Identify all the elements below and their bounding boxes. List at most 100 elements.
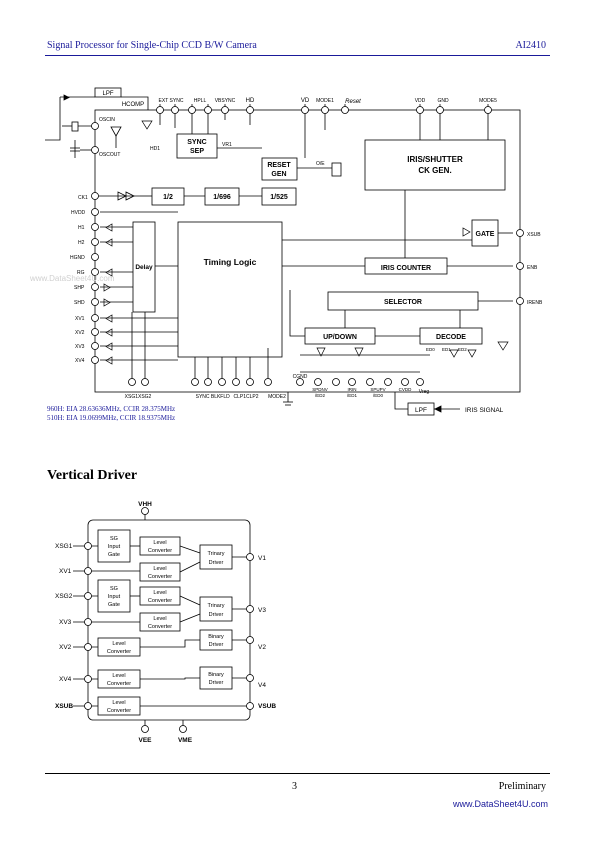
header-rule (45, 55, 550, 56)
input-xsg2: XSG2 (55, 593, 73, 600)
div525-label: 1/525 (270, 194, 288, 201)
mode5-label: MODE5 (479, 98, 497, 104)
hpll-label: HPLL (194, 98, 207, 104)
div696-box (204, 187, 240, 206)
xv1-label: XV1 (75, 316, 85, 322)
irenb-label: IRENB (527, 300, 543, 306)
level-converter-label: Converter (107, 649, 131, 655)
delay-label: Delay (135, 264, 153, 271)
sg-gate-2-label: SG (110, 586, 118, 592)
shd-label: SHD (74, 300, 85, 306)
div696-label: 1/696 (213, 194, 231, 201)
vdd-label: VDD (415, 98, 426, 104)
level-converter-label: Level (112, 641, 125, 647)
clp-label: CLP1CLP2 (233, 394, 258, 400)
iris-shutter-label-1: IRIS/SHUTTER (407, 155, 463, 164)
header-title: Signal Processor for Single-Chip CCD B/W… (47, 40, 257, 51)
h1-label: H1 (78, 225, 85, 231)
cvdd-label: CVDD (399, 387, 413, 392)
mode1-label: MODE1 (316, 98, 334, 104)
crystal (71, 121, 79, 132)
selector-label: SELECTOR (384, 299, 422, 306)
xv2-label: XV2 (75, 330, 85, 336)
output-vsub: VSUB (258, 703, 276, 710)
ck1-label: CK1 (78, 195, 88, 201)
vhh-label: VHH (138, 501, 152, 508)
sg-gate-1-label: SG (110, 536, 118, 542)
ed0b-label: /ED0 (373, 393, 384, 398)
level-converter-label: Level (153, 616, 166, 622)
decode-label: DECODE (436, 334, 466, 341)
block-diagram: LPF HCOMP EXT SYNC HPLL VBSYNC HD VD MOD… (45, 87, 543, 416)
irin-label: IRIN (348, 387, 357, 392)
hd-label: HD (246, 98, 255, 104)
xv4-label: XV4 (75, 358, 85, 364)
footer-rule (45, 773, 550, 774)
level-converter-label: Converter (107, 708, 131, 714)
lpf-top-label: LPF (102, 91, 113, 97)
oscout-label: OSCOUT (99, 152, 120, 158)
div525-box (261, 187, 297, 206)
input-xv3: XV3 (59, 619, 72, 626)
spupv-label: SPUPV (370, 387, 385, 392)
ed1-label: ED1 (442, 347, 451, 352)
sg-gate-1-label: Input (108, 544, 121, 550)
reset-label: Reset (345, 99, 361, 105)
div2-label: 1/2 (163, 194, 173, 201)
vbsync-label: VBSYNC (215, 98, 236, 104)
cgnd-label: CGND (293, 374, 308, 380)
level-converter-label: Converter (148, 574, 172, 580)
xsub-label: XSUB (527, 232, 541, 238)
trinary-driver-label: Driver (209, 612, 224, 618)
level-converter-label: Converter (148, 598, 172, 604)
trinary-driver-label: Driver (209, 560, 224, 566)
lpf-top-box (94, 87, 122, 98)
output-v2: V2 (258, 644, 266, 651)
output-v1: V1 (258, 555, 266, 562)
ed2b-label: /ED2 (315, 393, 326, 398)
section-title: Vertical Driver (47, 468, 138, 483)
sync-sep-box (176, 133, 218, 159)
level-converter-label: Level (153, 590, 166, 596)
note-510h: 510H: EIA 19.0699MHz, CCIR 18.9375MHz (47, 414, 176, 422)
hd1-label: HD1 (150, 146, 160, 152)
timing-logic-label: Timing Logic (204, 257, 257, 267)
watermark: www.DataSheet4U.com (30, 274, 115, 283)
h2-label: H2 (78, 240, 85, 246)
vertical-driver-diagram: VHH VEE VME XSG1 XV1 XSG2 XV3 XV2 XV4 XS… (55, 501, 276, 744)
ed0-label: ED0 (426, 347, 435, 352)
updown-label: UP/DOWN (323, 334, 357, 341)
footer-site-link[interactable]: www.DataSheet4U.com (452, 799, 548, 809)
level-converter-label: Converter (107, 681, 131, 687)
footer-status: Preliminary (498, 781, 546, 792)
binary-driver-label: Driver (209, 680, 224, 686)
level-converter-label: Converter (148, 548, 172, 554)
spdnv-label: SPDNV (312, 387, 328, 392)
input-xsg1: XSG1 (55, 543, 73, 550)
iris-shutter-label-2: CK GEN. (418, 166, 451, 175)
vee-label: VEE (138, 737, 152, 744)
level-converter-label: Converter (148, 624, 172, 630)
level-converter-label: Level (112, 700, 125, 706)
hgnd-label: HGND (70, 255, 85, 261)
div2-box (151, 187, 185, 206)
reset-gen-label-1: RESET (267, 162, 291, 169)
iris-counter-label: IRIS COUNTER (381, 265, 431, 272)
note-960h: 960H: EIA 28.63636MHz, CCIR 28.375MHz (47, 405, 176, 413)
sg-gate-2-label: Input (108, 594, 121, 600)
gate-label: GATE (476, 231, 495, 238)
level-converter-label: Level (153, 540, 166, 546)
hvdd-label: HVDD (71, 210, 86, 216)
level-converter-label: Level (153, 566, 166, 572)
vme-label: VME (178, 737, 193, 744)
trinary-driver-label: Trinary (208, 551, 225, 557)
lpf-bottom-label: LPF (415, 407, 427, 414)
gnd-label: GND (437, 98, 449, 104)
sg-gate-1-label: Gate (108, 552, 120, 558)
trinary-driver-label: Trinary (208, 603, 225, 609)
ed1b-label: /ED1 (347, 393, 358, 398)
input-xv2: XV2 (59, 644, 72, 651)
binary-driver-label: Binary (208, 672, 224, 678)
page-number: 3 (292, 781, 297, 792)
header-part-number: AI2410 (515, 40, 546, 51)
